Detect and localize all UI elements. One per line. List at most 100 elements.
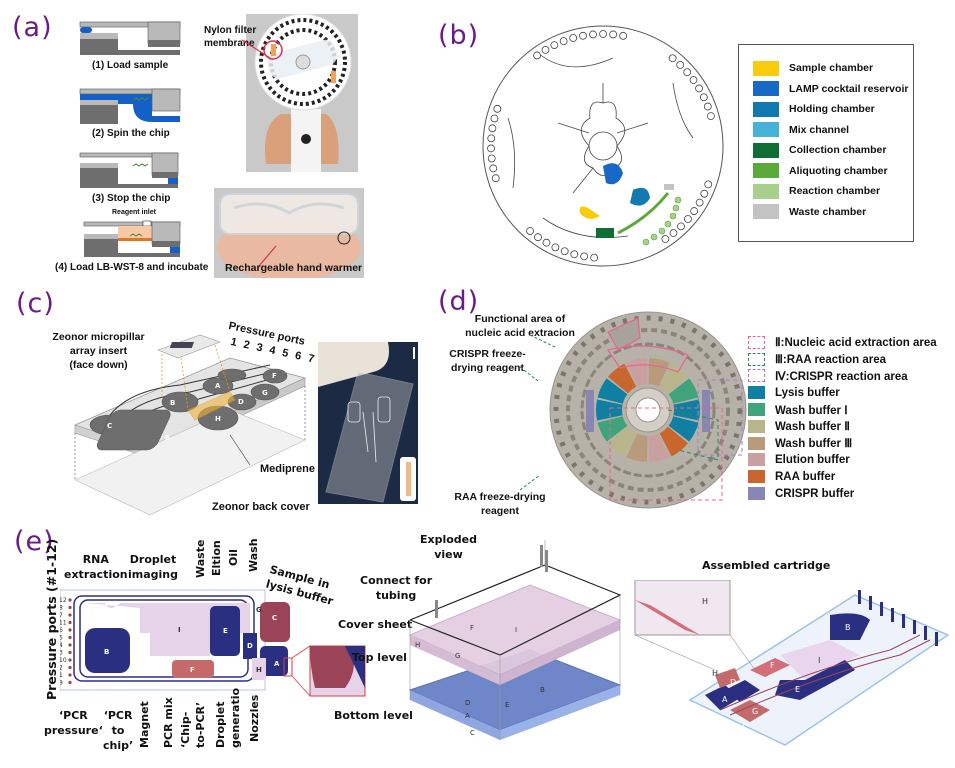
chamber-label-i: I: [178, 626, 181, 634]
functional-area-label: Functional area of nucleic acid extracio…: [460, 312, 580, 340]
step-4-diagram: [83, 220, 181, 257]
chamber-label-h: H: [215, 415, 221, 423]
buffer-legend-item: CRISPR buffer: [748, 485, 937, 502]
disc-pin: [569, 34, 578, 42]
disc-pin: [700, 189, 709, 198]
insert-line-3: (face down): [69, 359, 128, 371]
inset-letter-h: H: [702, 597, 708, 606]
chamber-label-h: H: [256, 666, 262, 674]
buffer-sector: [648, 433, 670, 462]
buffer-legend-item: Wash buffer Ⅰ: [748, 401, 937, 418]
exploded-chamber-f: F: [470, 624, 474, 632]
legend-swatch: [753, 81, 779, 97]
buffer-legend-item: Wash buffer Ⅱ: [748, 418, 937, 435]
pressure-port-dot: [68, 635, 72, 640]
pressure-port-number: 12: [60, 597, 67, 604]
legend-label: Aliquoting chamber: [789, 164, 888, 177]
assembled-chamber-e: E: [795, 685, 800, 694]
crispr-reagent-label: CRISPR freeze- drying reagent: [440, 347, 535, 375]
nylon-filter-label: Nylon filter membrane: [204, 24, 256, 50]
chip-pcr-line-1: ‘Chip-: [179, 711, 192, 748]
area-legend-item: Ⅳ:CRISPR reaction area: [748, 368, 937, 385]
chamber-label-g: G: [262, 389, 268, 397]
crispr-disc-diagram: [549, 311, 747, 509]
rna-extraction-label: RNA extraction: [64, 552, 128, 582]
crispr-line-2: drying reagent: [451, 362, 524, 374]
disc-pin: [619, 31, 628, 40]
buffer-legend-label: Wash buffer Ⅰ: [775, 404, 848, 417]
pcr-to-chip-label: ‘PCR to chip’: [103, 708, 133, 753]
pcr-pressure-line-1: ‘PCR: [58, 709, 88, 722]
pcr-mix-label: PCR mix: [162, 697, 175, 748]
pressure-port-number: 11: [60, 620, 67, 627]
disc-pin: [580, 252, 589, 261]
chip-photo: [318, 342, 418, 504]
buffer-legend-label: Lysis buffer: [775, 386, 840, 399]
buffer-legend-item: RAA buffer: [748, 468, 937, 485]
buffer-legend-swatch: [748, 487, 765, 501]
panel-c-label: (c): [16, 288, 55, 319]
disc-pin: [551, 243, 560, 252]
disc-pin: [526, 227, 534, 235]
buffer-legend-label: Wash buffer Ⅱ: [775, 421, 850, 434]
chamber-label-c: C: [272, 614, 277, 622]
exploded-line-2: view: [434, 548, 463, 561]
buffer-sector: [659, 426, 688, 457]
legend-item: Collection chamber: [753, 140, 913, 161]
connect-tubing-label: Connect for tubing: [360, 573, 432, 603]
droplet-gen-line-1: Droplet: [214, 701, 227, 748]
buffer-sector: [597, 416, 628, 442]
disc-pin: [703, 102, 712, 111]
handheld-fan-photo: [246, 13, 358, 172]
droplet-gen-line-2: generatio: [229, 687, 242, 748]
insert-line-1: Zeonor micropillar: [52, 331, 145, 343]
buffer-sector: [608, 426, 637, 457]
nylon-filter-line-1: Nylon filter: [204, 25, 257, 36]
legend-label: Mix channel: [789, 123, 850, 136]
chip-to-pcr-label: ‘Chip- to-PCR’: [178, 702, 208, 748]
chamber-label-d: D: [238, 398, 244, 406]
disc-pin: [590, 253, 599, 262]
insert-line-2: array insert: [69, 345, 128, 357]
bottom-level-label: Bottom level: [334, 709, 413, 722]
tubing-connector: [858, 590, 861, 604]
disc-pin: [550, 41, 559, 50]
legend-label: Holding chamber: [789, 103, 875, 116]
area-legend-label: Ⅲ:RAA reaction area: [775, 354, 887, 367]
disc-pin: [570, 250, 579, 259]
droplet-imaging-label: Droplet imaging: [128, 552, 178, 582]
chamber-label-e: E: [165, 434, 170, 442]
buffer-legend-swatch: [748, 453, 765, 467]
legend-item: Holding chamber: [753, 99, 913, 120]
legend-swatch: [753, 122, 779, 138]
functional-line-1: Functional area of: [474, 313, 566, 325]
buffer-legend-item: Elution buffer: [748, 452, 937, 469]
buffer-sector: [668, 416, 699, 442]
pcr-chip-line-3: chip’: [103, 739, 134, 752]
panel-d-label: (d): [438, 286, 480, 317]
oil-label: Oil: [227, 549, 240, 566]
disc-pin: [487, 144, 495, 153]
disc-pin: [541, 45, 550, 54]
assembled-chamber-a: A: [722, 695, 728, 704]
connect-line-2: tubing: [375, 589, 417, 602]
disc-pin: [609, 30, 618, 39]
buffer-sector: [597, 378, 628, 404]
disc-pin: [690, 207, 699, 215]
chamber-label-a: A: [274, 660, 280, 668]
pressure-port-dot: [68, 605, 72, 610]
pcr-chip-line-1: ‘PCR: [103, 709, 133, 722]
tubing-connector: [913, 620, 916, 634]
rna-line-1: RNA: [82, 553, 109, 566]
chamber-label-f: F: [272, 372, 277, 380]
disc-pin: [493, 104, 502, 113]
chamber-label-g: G: [256, 606, 262, 614]
legend-label: LAMP cocktail reservoir: [789, 82, 909, 95]
panel-a-label: (a): [12, 12, 53, 43]
exploded-view-title: Exploded view: [420, 532, 477, 562]
step-1-caption: (1) Load sample: [92, 60, 169, 71]
